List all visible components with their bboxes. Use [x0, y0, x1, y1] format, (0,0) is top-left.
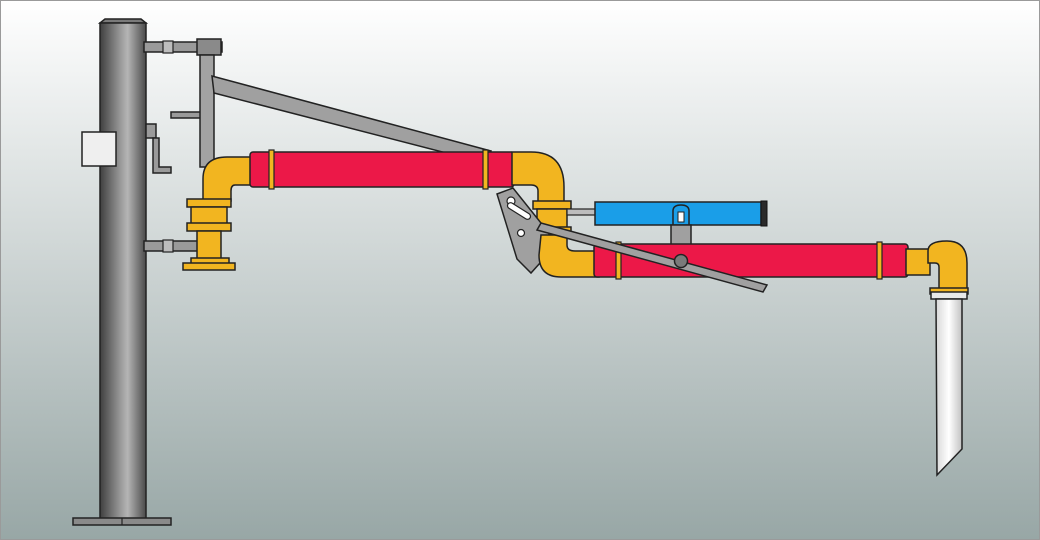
- balance-bar-pivot: [673, 253, 689, 269]
- inner-arm-pipe: [249, 151, 515, 188]
- junction-box: [81, 131, 117, 167]
- outer-arm-band-left: [615, 241, 622, 280]
- inlet-flange: [182, 257, 236, 271]
- balance-bar: [535, 222, 769, 293]
- outer-arm-pipe: [593, 243, 909, 278]
- support-column: [97, 18, 149, 521]
- inner-arm-band-left: [268, 149, 275, 190]
- upper-mount-bracket: [143, 38, 223, 56]
- balance-link-plate: [496, 187, 550, 275]
- inner-arm-band-right: [482, 149, 489, 190]
- cylinder-end-cap: [760, 200, 768, 227]
- drop-tube: [930, 291, 968, 477]
- outlet-elbow: [905, 240, 969, 295]
- inlet-riser: [199, 54, 215, 168]
- latch-bracket: [145, 111, 206, 174]
- cylinder-rod: [566, 208, 598, 216]
- inlet-elbow-swivel: [186, 156, 254, 262]
- outer-arm-band-right: [876, 241, 883, 280]
